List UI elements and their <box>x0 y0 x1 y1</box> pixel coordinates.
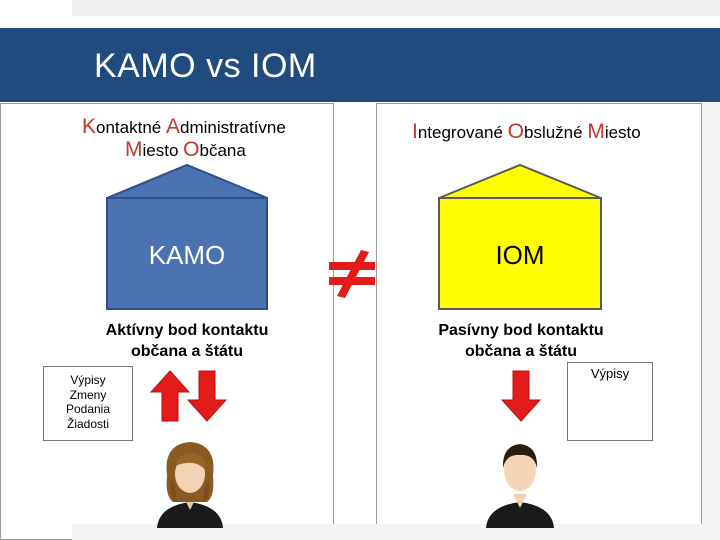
iom-heading: Integrované Obslužné Miesto <box>412 121 641 144</box>
kamo-subtitle: Aktívny bod kontaktu občana a štátu <box>60 320 314 362</box>
list-item: Zmeny <box>69 387 107 402</box>
heading-initial: O <box>507 120 524 143</box>
heading-rest: iesto <box>604 123 641 142</box>
kamo-heading-line1: Kontaktné Administratívne <box>82 116 286 139</box>
heading-rest: ontaktné <box>96 118 166 137</box>
top-strip <box>72 0 720 16</box>
heading-initial: O <box>183 138 200 161</box>
iom-subtitle-line1: Pasívny bod kontaktu <box>438 322 604 339</box>
heading-initial: A <box>165 115 180 138</box>
heading-rest: ntegrované <box>417 123 508 142</box>
list-item: Žiadosti <box>66 416 110 431</box>
iom-label: IOM <box>495 240 545 270</box>
not-equal-icon <box>329 250 375 298</box>
kamo-heading-line2: Miesto Občana <box>82 139 286 162</box>
person-male-icon <box>486 444 554 528</box>
heading-rest: bčana <box>199 141 246 160</box>
heading-initial: M <box>587 120 605 143</box>
heading-rest: dministratívne <box>179 118 286 137</box>
iom-services-list: Výpisy <box>567 362 653 441</box>
heading-initial: I <box>412 120 418 143</box>
kamo-services-list: Výpisy Zmeny Podania Žiadosti <box>43 366 133 441</box>
title-bar <box>0 28 720 102</box>
up-arrow-icon <box>149 370 191 422</box>
down-arrow-icon <box>500 370 542 422</box>
heading-rest: bslužné <box>523 123 588 142</box>
kamo-subtitle-line2: občana a štátu <box>130 343 244 360</box>
kamo-label: KAMO <box>148 240 226 270</box>
kamo-heading: Kontaktné Administratívne Miesto Občana <box>82 116 286 162</box>
heading-initial: M <box>125 138 143 161</box>
down-arrow-icon <box>186 370 228 422</box>
slide-title: KAMO vs IOM <box>94 47 317 85</box>
heading-rest: iesto <box>142 141 184 160</box>
person-female-icon <box>157 442 223 528</box>
heading-initial: K <box>82 115 97 138</box>
kamo-subtitle-line1: Aktívny bod kontaktu <box>105 322 269 339</box>
iom-subtitle-line2: občana a štátu <box>464 343 578 360</box>
iom-subtitle: Pasívny bod kontaktu občana a štátu <box>398 320 644 362</box>
list-item: Výpisy <box>590 366 630 381</box>
bottom-strip <box>72 524 720 540</box>
list-item: Podania <box>65 402 111 416</box>
list-item: Výpisy <box>70 373 106 387</box>
right-strip <box>702 103 720 540</box>
